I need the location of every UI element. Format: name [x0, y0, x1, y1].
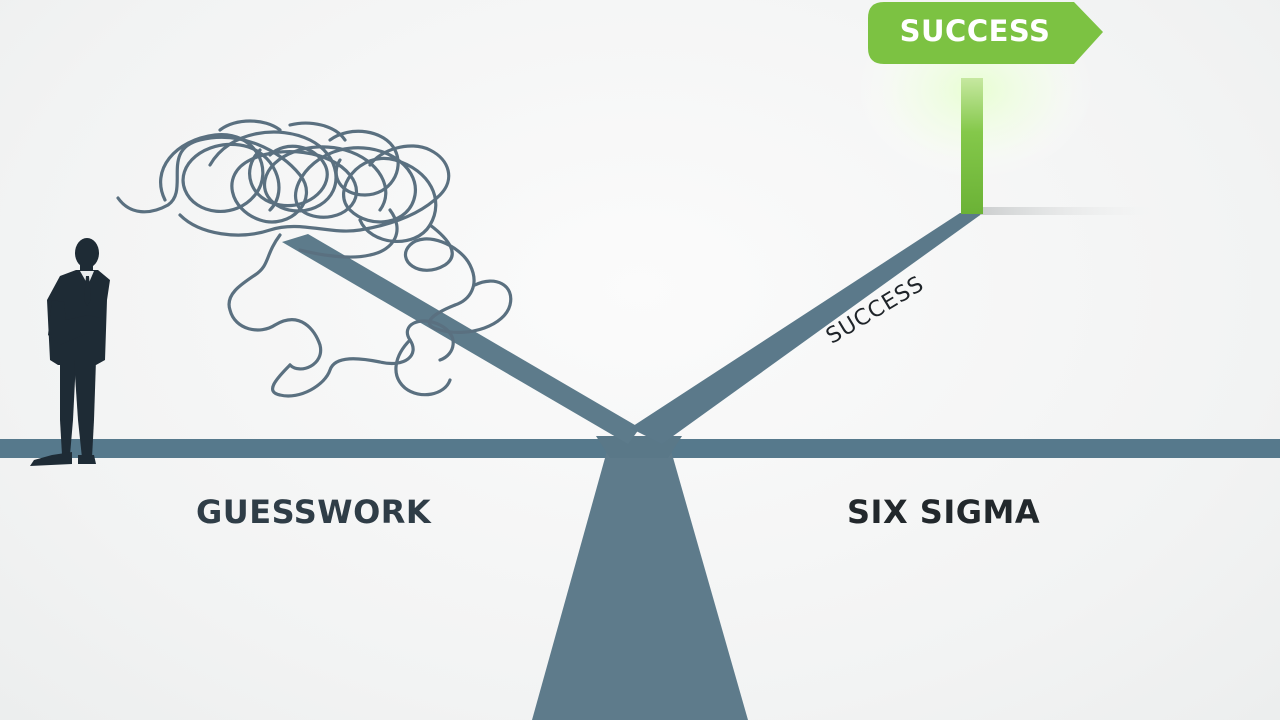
businessman-silhouette-icon	[30, 238, 110, 466]
sign-post	[961, 78, 983, 214]
balance-pillar	[532, 440, 748, 720]
post-shadow	[980, 207, 1150, 215]
six-sigma-label: SIX SIGMA	[847, 493, 1041, 531]
pillar-top	[596, 436, 682, 458]
left-arm	[282, 234, 640, 444]
arrow-signpost-icon	[868, 2, 1103, 64]
right-arm	[630, 213, 983, 444]
shirt-detail	[80, 271, 94, 306]
tangled-line-icon	[116, 119, 513, 398]
sign-label: SUCCESS	[899, 14, 1051, 48]
guesswork-label: GUESSWORK	[196, 493, 432, 531]
